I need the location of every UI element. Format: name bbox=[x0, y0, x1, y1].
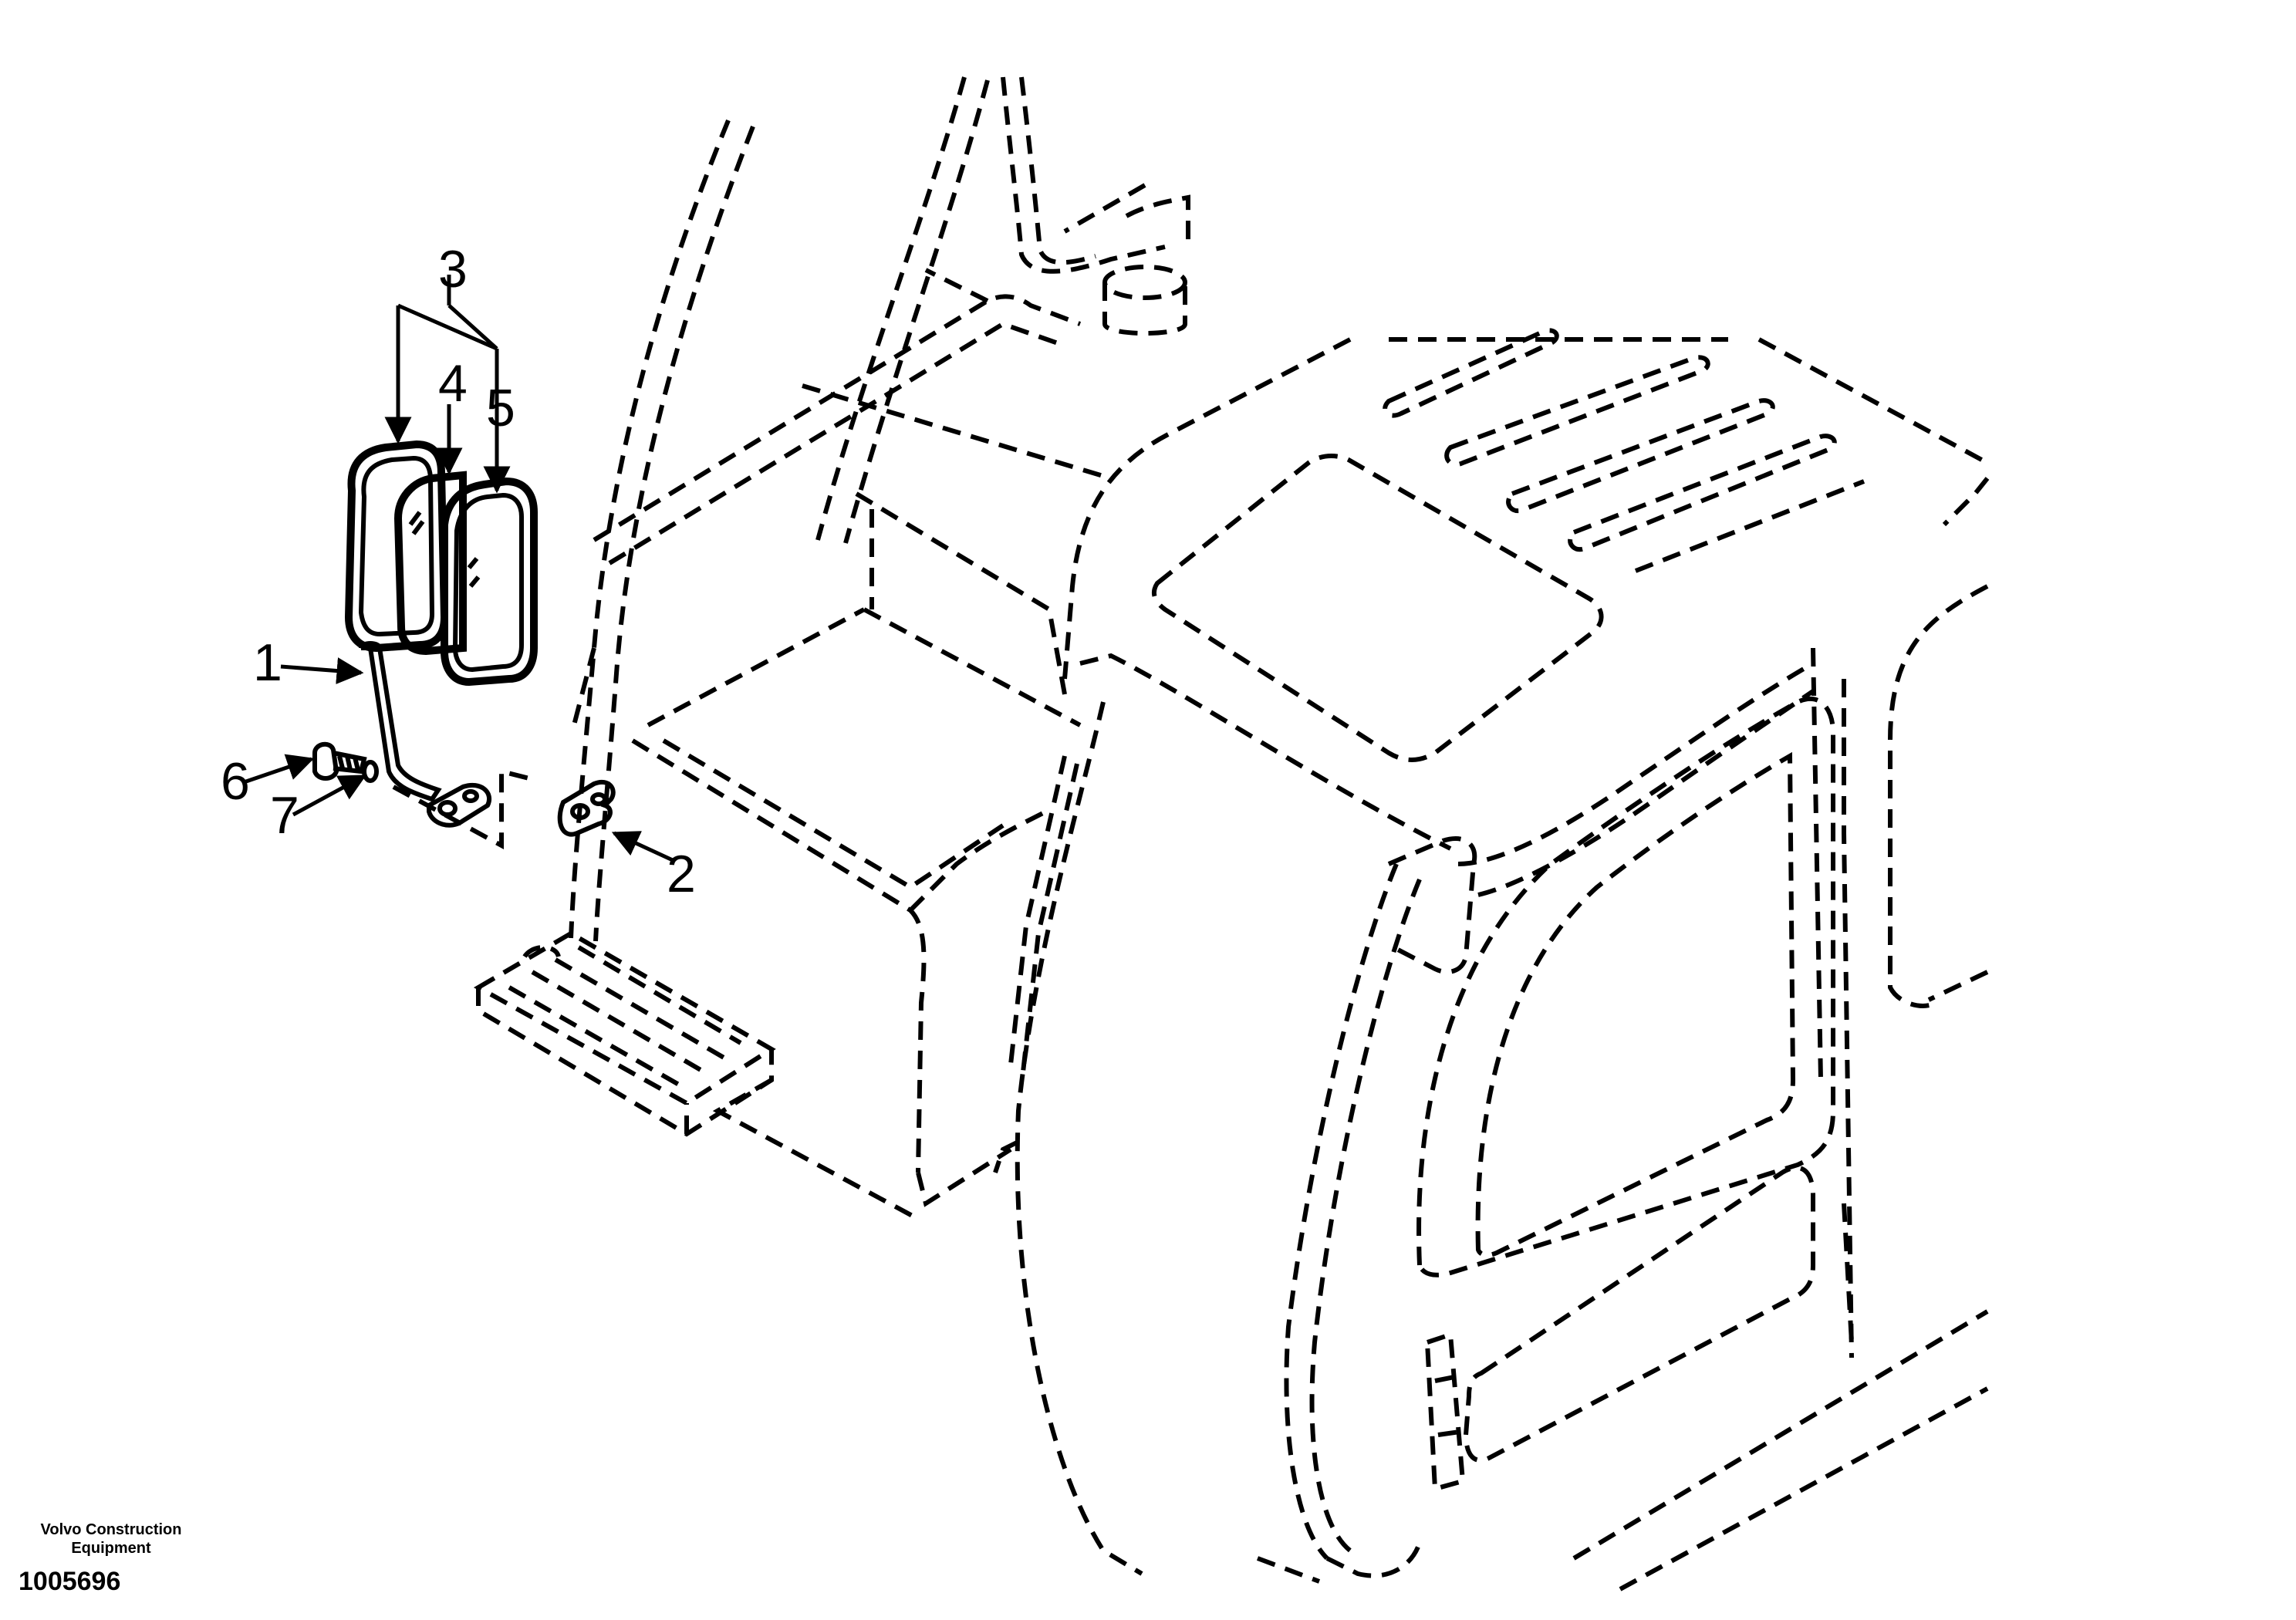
callout-4: 4 bbox=[438, 354, 468, 413]
cab-outline bbox=[392, 76, 1990, 1591]
callout-7: 7 bbox=[270, 786, 299, 845]
callout-2: 2 bbox=[667, 845, 696, 903]
company-name: Volvo Construction Equipment bbox=[19, 1520, 204, 1558]
company-line-1: Volvo Construction bbox=[40, 1521, 182, 1538]
callout-5: 5 bbox=[486, 379, 515, 437]
figure-number: 1005696 bbox=[19, 1567, 121, 1596]
callout-1: 1 bbox=[253, 633, 282, 692]
screw bbox=[312, 741, 367, 781]
mirror-frame bbox=[441, 477, 538, 687]
mirror-glass bbox=[393, 471, 467, 656]
washer bbox=[362, 760, 379, 783]
mirror-arm bbox=[359, 641, 491, 828]
leader-lines bbox=[243, 275, 676, 863]
callout-6: 6 bbox=[221, 752, 250, 811]
footer: Volvo Construction Equipment 1005696 bbox=[19, 1520, 204, 1597]
company-line-2: Equipment bbox=[71, 1540, 151, 1557]
callout-3: 3 bbox=[438, 240, 468, 299]
mounting-bracket bbox=[557, 780, 616, 837]
